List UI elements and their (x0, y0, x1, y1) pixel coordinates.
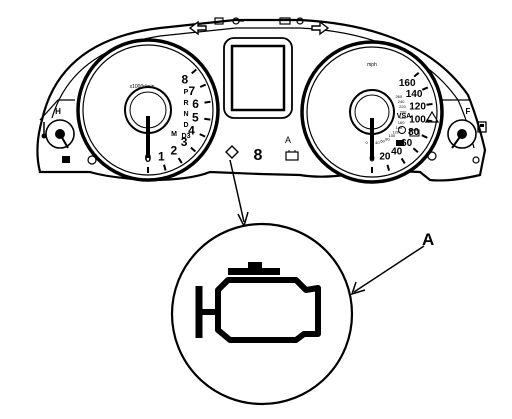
speedo-number-tick-4 (421, 134, 428, 139)
speedo-inner-number-0: 0 (365, 140, 368, 145)
speedo-inner-number-1: 20 (370, 141, 375, 146)
speedo-number-6: 120 (409, 102, 426, 113)
gear-indicator-0: P (184, 89, 189, 96)
speedo-inner-number-2: 40 (375, 140, 380, 145)
speedo-inner-number-8: 160 (398, 120, 405, 125)
gear-indicator-3: D (183, 122, 188, 129)
speedo-number-5: 100 (409, 115, 426, 126)
speedometer-needle (370, 118, 374, 160)
check-engine-icon (195, 262, 321, 343)
tach-number-tick-3 (190, 146, 197, 153)
indicator-lamp-icon (232, 17, 244, 25)
callout-label-a: A (422, 230, 435, 249)
tach-number-7: 7 (189, 84, 196, 98)
vsa-indicator: VSA (397, 113, 411, 120)
speedo-inner-number-3: 60 (380, 139, 385, 144)
speedo-unit-text: mph (367, 62, 377, 68)
speedo-number-8: 160 (399, 78, 416, 89)
speedo-inner-number-6: 120 (392, 129, 399, 134)
speedo-number-1: 20 (379, 152, 391, 163)
tachometer-needle (146, 116, 150, 158)
tach-number-tick-6 (204, 100, 211, 104)
center-display-screen (230, 44, 286, 112)
cluster-inner-rim (51, 27, 475, 149)
tach-number-tick-2 (177, 157, 183, 164)
leader-arrow-to-detail (229, 159, 249, 229)
center-display-outer (223, 37, 293, 119)
tach-number-tick-7 (199, 83, 207, 88)
speedo-number-4: 80 (408, 127, 420, 138)
tach-number-tick-1 (163, 164, 167, 171)
center-gear-digit: 8 (254, 147, 263, 164)
tach-number-3: 3 (181, 135, 188, 149)
indicator-lamp-icon (296, 17, 304, 25)
speedo-number-tick-1 (386, 164, 391, 171)
warning-triangle-icon (424, 110, 440, 123)
temperature-gauge: H (41, 107, 97, 165)
indicator-lamp-icon (398, 126, 406, 134)
tach-number-1: 1 (158, 149, 165, 163)
thermometer-icon (41, 122, 47, 139)
left-bottom-lamp-icon (62, 156, 70, 163)
right-knob-small (472, 156, 480, 164)
battery-small-icon (285, 150, 299, 161)
fuel-gauge-top-label: F (466, 107, 471, 116)
tach-number-0: 0 (145, 151, 152, 165)
indicator-lamp-icon (214, 17, 227, 25)
left-side-panel (39, 99, 75, 121)
speedo-number-tick-7 (421, 86, 429, 91)
right-turn-arrow-icon (311, 20, 330, 36)
speedo-number-2: 40 (391, 146, 403, 157)
speedo-inner-number-11: 220 (399, 104, 406, 109)
tach-number-5: 5 (192, 111, 199, 125)
magnified-detail (170, 222, 354, 406)
gear-indicator-1: R (183, 100, 188, 107)
fuel-pump-icon (477, 121, 487, 133)
speedo-number-0: 0 (369, 154, 375, 165)
speedo-inner-number-10: 200 (400, 110, 407, 115)
top-indicator-row (188, 17, 330, 36)
fuel-gauge: F (427, 107, 487, 164)
indicator-lamp-icon (396, 140, 404, 146)
gear-indicator-4: D3 (182, 133, 191, 140)
speedo-number-tick-6 (426, 103, 433, 106)
temp-gauge-top-label: H (55, 107, 61, 116)
speedo-number-3: 60 (401, 138, 413, 149)
tach-number-4: 4 (188, 124, 195, 138)
callout-a-leader (350, 245, 425, 296)
speedo-number-tick-3 (412, 147, 419, 153)
speedo-inner-number-5: 100 (389, 133, 396, 138)
tach-number-tick-8 (191, 68, 197, 75)
tach-number-tick-5 (204, 117, 211, 121)
speedo-inner-number-12: 240 (398, 99, 405, 104)
indicator-lamp-icon (279, 17, 291, 25)
tach-unit-text: x1000r/min (130, 84, 155, 90)
tach-m-letter: M (171, 131, 177, 138)
indicator-lamp-icon (409, 129, 420, 137)
speedo-inner-number-9: 180 (399, 115, 406, 120)
speedo-inner-number-4: 80 (385, 136, 390, 141)
left-knob (87, 155, 97, 165)
check-engine-small-icon (225, 145, 239, 159)
left-turn-arrow-icon (188, 20, 207, 36)
gear-indicator-2: N (183, 111, 188, 118)
tach-number-2: 2 (170, 144, 177, 158)
center-small-symbol: A (285, 135, 291, 145)
tach-number-6: 6 (192, 97, 199, 111)
tach-number-8: 8 (181, 72, 188, 86)
cluster-housing (36, 18, 487, 182)
right-knob (427, 151, 437, 161)
speedo-number-tick-2 (400, 157, 406, 164)
speedo-inner-number-13: 260 (395, 94, 402, 99)
speedo-number-tick-8 (413, 72, 420, 78)
tach-number-tick-4 (199, 133, 206, 138)
speedo-number-7: 140 (406, 89, 423, 100)
